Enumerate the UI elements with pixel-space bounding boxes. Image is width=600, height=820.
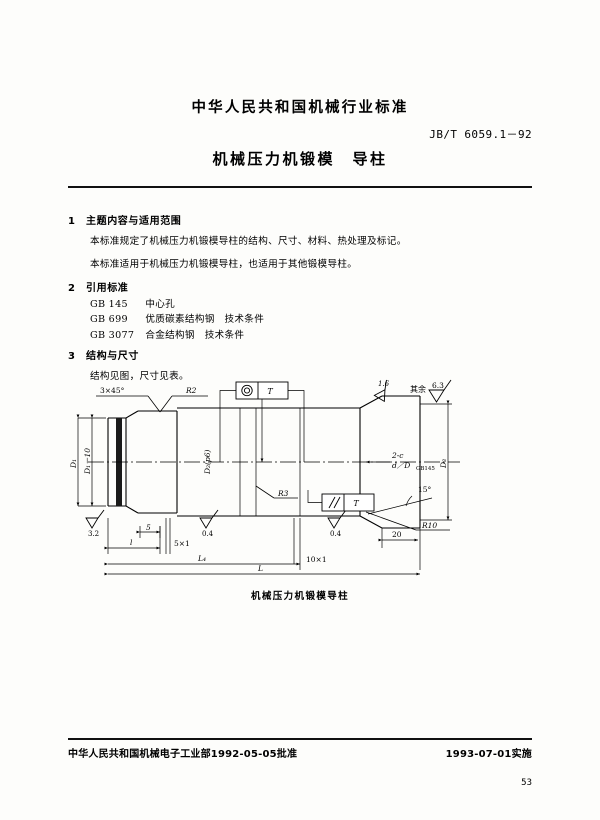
roughness-mark-0-4-right: 0.4 — [327, 509, 347, 538]
reference-name-2: 优质碳素结构钢 技术条件 — [145, 314, 265, 326]
tolerance-frame-runout: T — [307, 490, 375, 512]
section-heading-3: 3 结构与尺寸 — [68, 350, 540, 362]
label-D2: D₂(p6) — [203, 449, 212, 475]
svg-text:6.3: 6.3 — [432, 381, 444, 390]
leader-radius-right — [365, 511, 450, 531]
label-radius-left: R2 — [185, 386, 197, 395]
reference-item-2: GB 699 优质碳素结构钢 技术条件 — [90, 315, 540, 325]
label-dim-L: L — [257, 564, 263, 573]
tolerance-datum-1: T — [267, 387, 273, 396]
footer-divider — [68, 738, 532, 740]
leader-radius-mid — [255, 485, 298, 499]
leader-chamfer-left — [96, 395, 161, 413]
footer-implementation: 1993-07-01实施 — [445, 749, 532, 760]
section-1-paragraph-2: 本标准适用于机械压力机锻模导柱，也适用于其他锻模导柱。 — [90, 258, 358, 270]
label-groove-right: 10×1 — [306, 555, 327, 564]
section-title-2: 引用标准 — [86, 282, 129, 294]
document-body: 1 主题内容与适用范围 本标准规定了机械压力机锻模导柱的结构、尺寸、材料、热处理… — [68, 206, 540, 384]
reference-code-1: GB 145 — [90, 298, 128, 310]
page-title: 机械压力机锻模 导柱 — [212, 150, 388, 168]
header-divider — [68, 186, 532, 188]
reference-item-1: GB 145 中心孔 — [90, 298, 540, 310]
section-3-paragraph-1: 结构见图，尺寸见表。 — [90, 370, 189, 382]
leader-angle-right — [367, 495, 433, 515]
label-taper-sub: GB145 — [416, 466, 435, 472]
roughness-value-2: 0.4 — [202, 530, 214, 538]
page-number: 53 — [521, 778, 532, 788]
roughness-value-3: 0.4 — [330, 530, 342, 538]
roughness-value-4: 1.6 — [378, 380, 390, 388]
section-number-1: 1 — [68, 216, 76, 227]
footer-approval: 中华人民共和国机械电子工业部1992-05-05批准 — [68, 749, 298, 760]
document-header: 中华人民共和国机械行业标准 — [0, 96, 600, 117]
label-groove-left: 5×1 — [174, 539, 190, 548]
general-roughness-note: 其余 6.3 — [410, 379, 452, 403]
tolerance-frame-concentricity: T — [219, 381, 305, 462]
technical-drawing: 其余 6.3 — [60, 378, 540, 578]
roughness-mark-0-4-left: 0.4 — [199, 509, 219, 538]
roughness-mark-3-2: 3.2 — [85, 509, 105, 538]
label-chamfer-left: 3×45° — [100, 386, 125, 395]
svg-text:其余: 其余 — [410, 384, 426, 394]
dimension-20 — [378, 528, 421, 570]
dimension-l — [104, 518, 161, 554]
label-dim-20: 20 — [392, 530, 402, 539]
label-dim-L4: L₄ — [197, 554, 206, 563]
label-taper-bottom: d／D — [392, 461, 410, 470]
label-radius-mid: R3 — [277, 489, 289, 498]
label-angle-right: 15° — [418, 485, 432, 494]
leader-groove-left — [165, 518, 171, 554]
section-heading-2: 2 引用标准 — [68, 282, 540, 294]
section-title-1: 主题内容与适用范围 — [86, 216, 182, 227]
roughness-mark-1-6: 1.6 — [373, 379, 390, 403]
dimension-D1 — [76, 414, 106, 507]
tolerance-datum-2: T — [353, 499, 359, 508]
reference-name-3: 合金结构钢 技术条件 — [145, 329, 245, 341]
dimension-L4 — [104, 518, 301, 570]
section-number-3: 3 — [68, 350, 76, 362]
label-dim-5: 5 — [146, 523, 151, 532]
label-taper-top: 2-c — [391, 451, 404, 460]
standard-code: JB/T 6059.1－92 — [429, 128, 532, 141]
label-radius-right: R10 — [421, 521, 437, 530]
reference-name-1: 中心孔 — [145, 298, 176, 310]
reference-code-2: GB 699 — [90, 314, 128, 326]
dimension-D3 — [420, 400, 452, 521]
figure-caption: 机械压力机锻模导柱 — [250, 591, 350, 602]
section-1-paragraph-1: 本标准规定了机械压力机锻模导柱的结构、尺寸、材料、热处理及标记。 — [90, 236, 407, 247]
label-D3: D₃ — [439, 459, 448, 469]
section-number-2: 2 — [68, 282, 76, 294]
roughness-value-1: 3.2 — [88, 530, 99, 538]
leader-radius-left — [159, 395, 208, 413]
label-D1-minus-10: D₁－10 — [83, 448, 92, 475]
label-dim-l: l — [130, 538, 133, 547]
reference-item-3: GB 3077 合金结构钢 技术条件 — [90, 331, 540, 341]
section-heading-1: 1 主题内容与适用范围 — [68, 217, 540, 227]
section-title-3: 结构与尺寸 — [86, 350, 139, 362]
reference-code-3: GB 3077 — [90, 329, 135, 341]
label-D1-tolerance: D₁ — [69, 459, 78, 469]
standard-organization: 中华人民共和国机械行业标准 — [191, 100, 409, 116]
